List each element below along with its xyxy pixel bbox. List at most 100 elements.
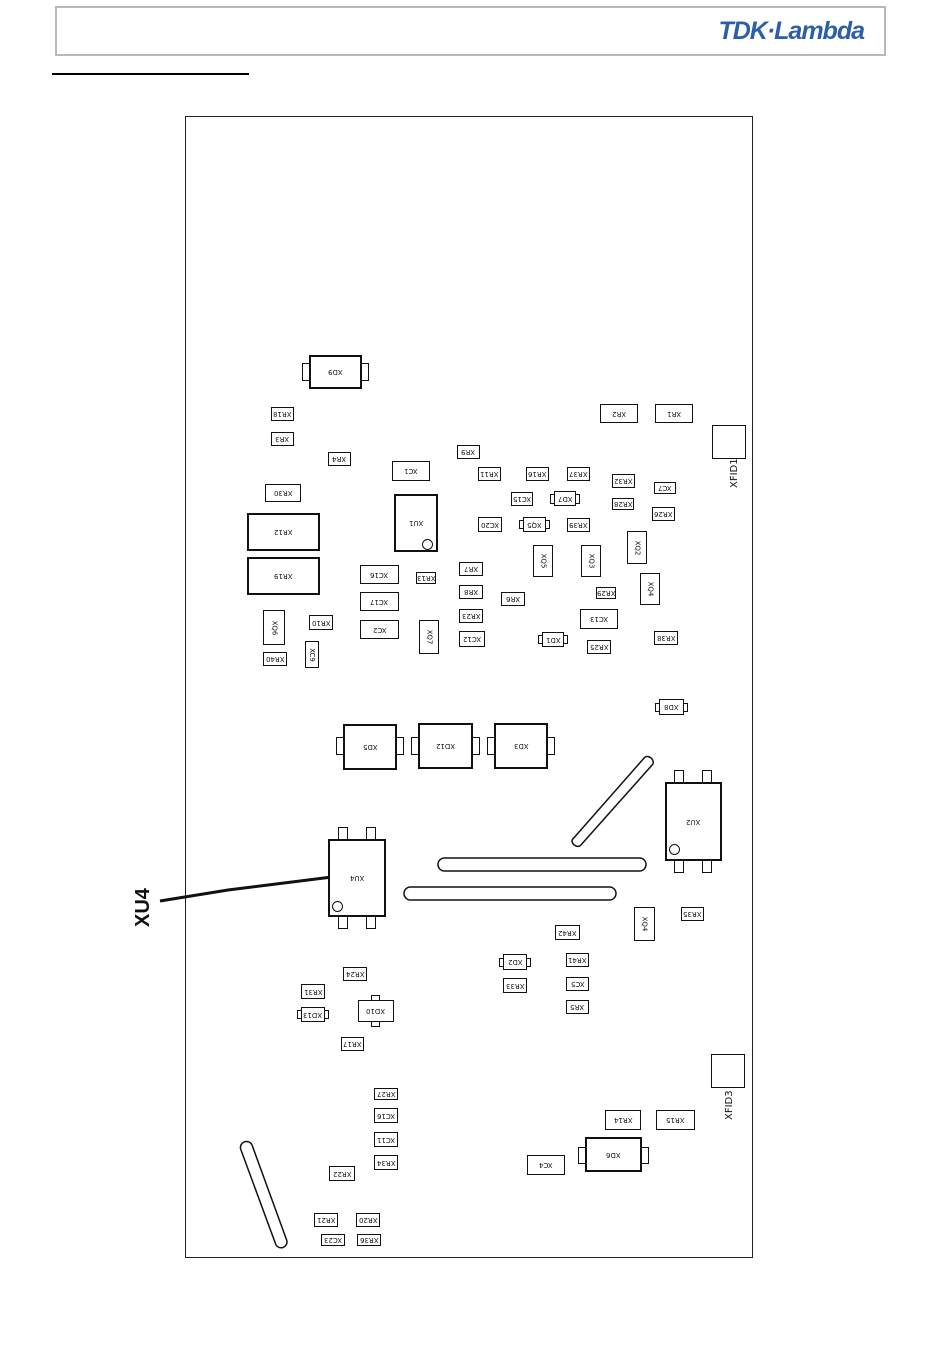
component-xr35: XR35: [681, 907, 704, 921]
component-xq6: XQ6: [263, 610, 285, 645]
component-xr41: XR41: [566, 953, 589, 967]
component-xr33: XR33: [503, 978, 527, 993]
slot-diagonal-upper-cap: [571, 755, 654, 848]
component-xr7: XR7: [459, 562, 483, 576]
component-xc7: XC7: [654, 482, 676, 494]
component-xc23: XC23: [321, 1234, 345, 1246]
xu1-pin1-marker: [422, 539, 433, 550]
component-xd9: XD9: [309, 355, 362, 389]
component-xr22: XR22: [329, 1166, 355, 1181]
component-xr13: XR13: [416, 572, 436, 584]
component-xr31: XR31: [301, 984, 325, 999]
component-xr42: XR42: [555, 925, 580, 940]
component-xd7: XD7: [554, 491, 576, 506]
component-xr12: XR12: [247, 513, 320, 551]
component-xr18: XR18: [271, 407, 294, 421]
xu4-callout-label: XU4: [132, 888, 154, 927]
component-xr26: XR26: [652, 507, 675, 521]
header-underline: [52, 73, 249, 75]
component-xq3: XQ3: [581, 545, 601, 577]
component-xc16-lower: XC16: [374, 1108, 398, 1123]
component-xq4-upper: XQ4: [640, 573, 660, 605]
pcb-outline: [185, 116, 753, 1258]
fiducial-xfid3-pad: [711, 1054, 745, 1088]
xu2-pin1-marker: [669, 844, 680, 855]
component-xr25: XR25: [587, 640, 611, 654]
xu4-pin1-marker: [332, 901, 343, 912]
component-xr15: XR15: [656, 1110, 695, 1130]
component-xr6: XR6: [501, 592, 525, 606]
component-xd8: XD8: [659, 699, 684, 715]
component-xq5-top: XQ5: [523, 517, 546, 532]
component-xr11: XR11: [478, 467, 501, 481]
component-xq4-lower: XQ4: [634, 907, 655, 941]
component-xr28: XR28: [612, 498, 634, 510]
component-xr40: XR40: [263, 652, 287, 666]
component-xc11: XC11: [374, 1132, 398, 1147]
slot-horizontal-lower: [403, 886, 617, 901]
xu2-pad-4: [702, 860, 712, 873]
component-xc5: XC5: [566, 977, 589, 991]
component-xr3: XR3: [271, 432, 294, 446]
component-xr2: XR2: [600, 404, 638, 423]
component-xr23: XR23: [459, 609, 483, 623]
component-xr14: XR14: [605, 1110, 641, 1130]
component-xr1: XR1: [655, 404, 693, 423]
xd9-pad-right: [361, 363, 369, 381]
slot-diagonal-lower-b: [251, 1144, 288, 1242]
component-xr38: XR38: [654, 631, 678, 645]
component-xd2: XD2: [503, 954, 527, 970]
component-xr34: XR34: [374, 1155, 398, 1170]
component-xr24: XR24: [343, 967, 367, 981]
component-xr19: XR19: [247, 557, 320, 595]
slot-diagonal-upper-a: [571, 756, 646, 841]
xd12-pad-right: [472, 737, 480, 755]
fiducial-xfid1-pad: [712, 425, 746, 459]
component-xc16-left: XC16: [360, 565, 399, 584]
slot-horizontal-upper: [437, 857, 647, 872]
component-xc4: XC4: [527, 1155, 565, 1175]
fiducial-xfid3-label: XFID3: [724, 1090, 735, 1120]
component-xu4: XU4: [328, 839, 386, 917]
component-xr36: XR36: [357, 1234, 381, 1246]
xd3-pad-right: [547, 737, 555, 755]
component-xc15: XC15: [511, 492, 533, 506]
component-xr27: XR27: [374, 1088, 398, 1100]
xu4-pad-4: [366, 916, 376, 929]
component-xc17: XC17: [360, 592, 399, 611]
component-xr20: XR20: [356, 1213, 380, 1227]
slot-diagonal-lower-a: [240, 1149, 277, 1246]
fiducial-xfid1-label: XFID1: [729, 458, 740, 488]
component-xq5: XQ5: [533, 545, 553, 577]
xu4-pad-3: [338, 916, 348, 929]
component-xr29: XR29: [596, 587, 616, 599]
component-xr30: XR30: [265, 484, 301, 502]
component-xr16: XR16: [526, 467, 549, 481]
component-xr4: XR4: [328, 452, 351, 466]
component-xd12: XD12: [418, 723, 473, 769]
component-xc13: XC13: [580, 609, 618, 629]
component-xd5: XD5: [343, 724, 397, 770]
component-xd13: XD13: [301, 1007, 325, 1022]
component-xc12: XC12: [459, 631, 485, 647]
component-xc1: XC1: [392, 461, 430, 481]
component-xd6: XD6: [585, 1137, 642, 1172]
component-xd3: XD3: [494, 723, 548, 769]
component-xr9: XR9: [457, 445, 480, 459]
component-xr17: XR17: [341, 1037, 364, 1051]
xd6-pad-right: [641, 1147, 649, 1164]
component-xr8: XR8: [459, 585, 483, 599]
component-xr10: XR10: [309, 615, 333, 630]
xu4-leader-line: [159, 875, 333, 903]
component-xd10: XD10: [358, 1000, 394, 1022]
component-xd1: XD1: [542, 632, 564, 647]
component-xc20: XC20: [478, 517, 502, 532]
xd5-pad-right: [396, 737, 404, 755]
component-xc2: XC2: [360, 620, 399, 639]
component-xr39: XR39: [567, 518, 590, 532]
slot-diagonal-lower-cap: [239, 1140, 288, 1249]
header-frame: TDK·Lambda: [55, 6, 886, 56]
component-xc9: XC9: [305, 641, 319, 668]
component-xr37: XR37: [567, 467, 590, 481]
